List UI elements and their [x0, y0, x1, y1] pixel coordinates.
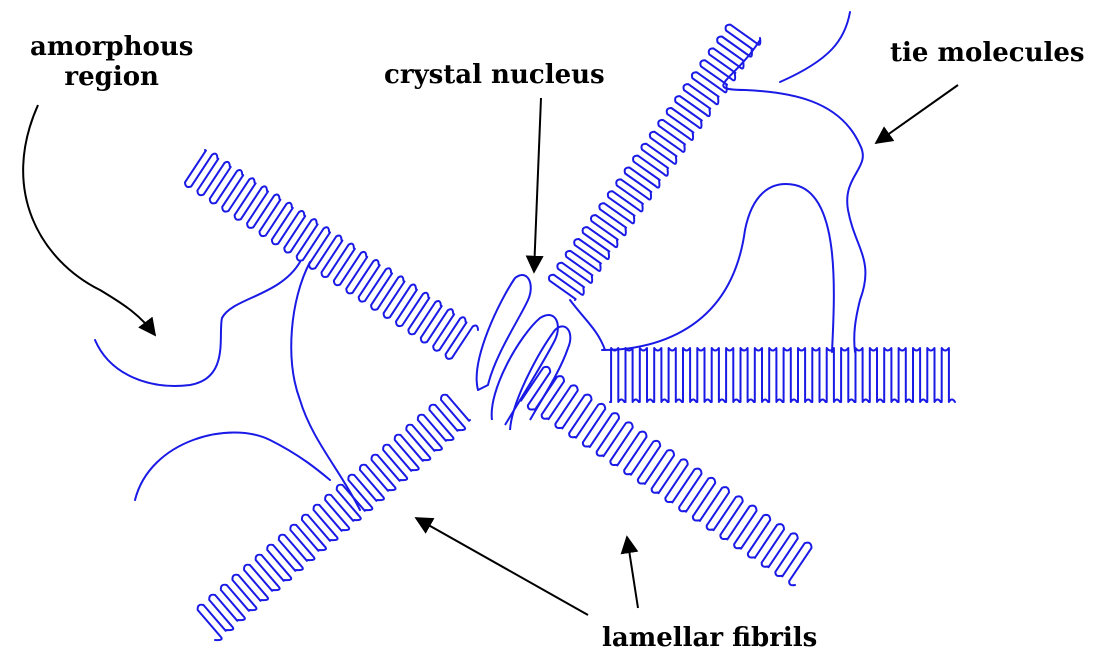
arrow-lamellar-left: [416, 518, 588, 615]
tie-chain-top: [780, 12, 850, 82]
lamella-right: [610, 348, 955, 402]
amorphous-chain-left: [95, 262, 300, 386]
crystal-nucleus-fold-2: [492, 315, 558, 425]
arrow-amorphous-region: [23, 105, 155, 335]
arrow-lamellar-right: [627, 537, 638, 608]
fibril-tail-upper: [570, 300, 605, 350]
label-amorphous-region: amorphous region: [30, 32, 193, 92]
label-crystal-nucleus: crystal nucleus: [384, 60, 605, 90]
arrow-tie-molecules: [876, 85, 958, 143]
arrow-crystal-nucleus: [534, 98, 541, 272]
tie-chain-left: [291, 262, 360, 510]
label-lamellar-fibrils: lamellar fibrils: [602, 623, 817, 653]
label-amorphous-line1: amorphous: [30, 32, 193, 62]
amorphous-chain-lower: [135, 433, 330, 501]
lamella-lower-left: [198, 395, 470, 640]
lamella-upper-left: [185, 150, 478, 359]
label-tie-molecules: tie molecules: [890, 38, 1085, 68]
tie-chain-upper: [723, 40, 865, 352]
label-amorphous-line2: region: [30, 62, 193, 92]
